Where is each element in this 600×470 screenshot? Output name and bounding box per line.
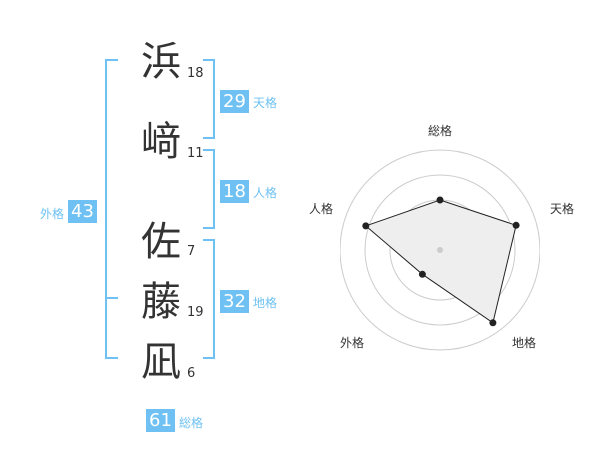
radar-point-2 — [512, 221, 520, 229]
gaikaku-value-badge: 43 — [68, 200, 97, 223]
jinkaku-value-badge: 18 — [220, 180, 249, 203]
tenkaku-label: 天格 — [253, 96, 278, 110]
radar-axis-label-gaikaku: 外格 — [340, 336, 365, 350]
jinkaku-label: 人格 — [253, 186, 278, 200]
radar-score-area — [364, 199, 517, 324]
radar-point-5 — [362, 222, 370, 230]
soukaku-label: 総格 — [179, 416, 204, 430]
radar-point-3 — [489, 319, 497, 327]
radar-axis-label-chikaku: 地格 — [512, 336, 537, 350]
tenkaku-bracket — [203, 59, 215, 139]
name-char-3: 佐 — [141, 219, 181, 265]
radar-ring-outer — [340, 149, 540, 351]
name-char-4: 藤 — [141, 279, 181, 325]
name-char-2: 﨑 — [141, 119, 181, 165]
radar-axis-label-soukaku: 総格 — [428, 124, 453, 138]
chikaku-value-badge: 32 — [220, 290, 249, 313]
stroke-count-1: 18 — [187, 66, 204, 81]
stroke-count-2: 11 — [187, 146, 204, 161]
name-char-1: 浜 — [141, 39, 181, 85]
tenkaku-value-badge: 29 — [220, 90, 249, 113]
stroke-count-5: 6 — [187, 366, 196, 381]
gaikaku-label: 外格 — [40, 207, 65, 221]
radar-axis-label-tenkaku: 天格 — [550, 202, 575, 216]
radar-axis-label-jinkaku: 人格 — [309, 202, 334, 216]
chikaku-label: 地格 — [253, 296, 278, 310]
radar-point-4 — [418, 270, 426, 278]
radar-point-1 — [436, 196, 444, 204]
stroke-count-4: 19 — [187, 305, 204, 320]
radar-center-dot — [437, 247, 443, 253]
radar-chart — [340, 149, 540, 351]
chikaku-bracket — [203, 239, 215, 359]
radar-ring-2 — [364, 174, 516, 326]
soukaku-value-badge: 61 — [146, 409, 175, 432]
name-char-5: 凪 — [141, 339, 181, 385]
jinkaku-bracket — [203, 149, 215, 229]
stroke-count-3: 7 — [187, 244, 196, 259]
gaikaku-bracket — [105, 59, 118, 359]
